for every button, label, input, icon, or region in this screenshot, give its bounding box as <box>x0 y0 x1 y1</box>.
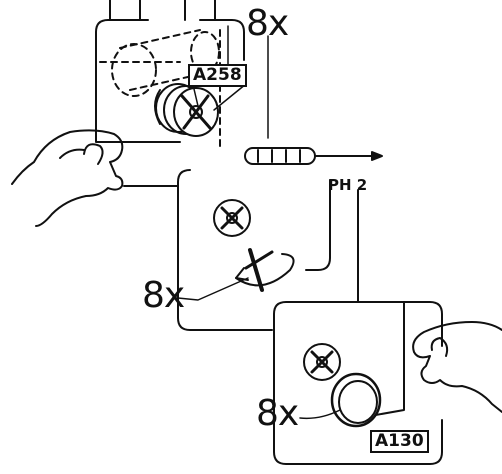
part-number-a258: A258 <box>188 64 247 87</box>
cam-lock-icon <box>155 84 218 136</box>
quantity-label-bottom: 8x <box>256 396 298 432</box>
screwdriver-icon <box>245 148 382 164</box>
screw-head-icon-bottom <box>304 344 340 380</box>
quantity-label-top: 8x <box>246 6 288 42</box>
part-number-a130: A130 <box>370 430 429 453</box>
hand-icon <box>12 130 122 226</box>
hand-icon-right <box>413 322 502 412</box>
screw-head-icon <box>214 200 250 236</box>
rotate-arrow-icon <box>236 250 294 290</box>
tool-label-ph2: PH 2 <box>328 176 367 194</box>
quantity-label-middle: 8x <box>142 278 184 314</box>
cover-cap-icon <box>332 374 380 426</box>
